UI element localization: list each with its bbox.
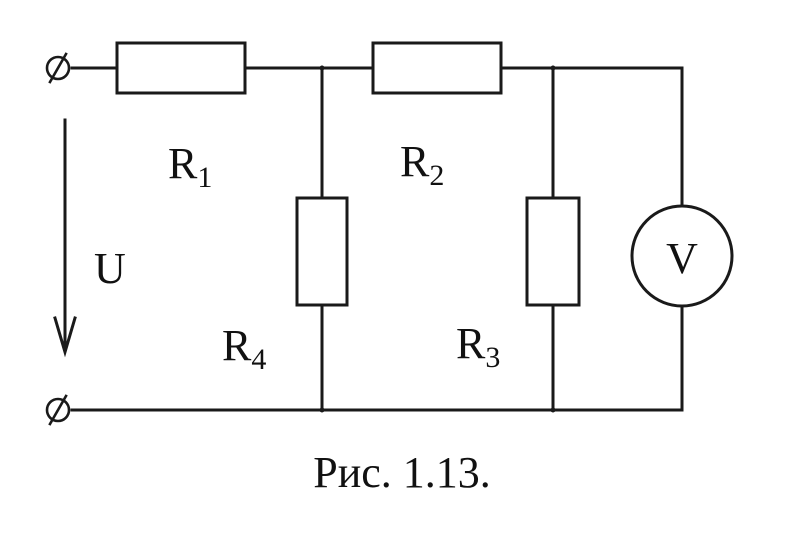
junction-dot [319, 65, 325, 71]
terminal-slash-top [48, 52, 68, 84]
resistor-index: 2 [429, 159, 444, 192]
resistor-index: 4 [251, 343, 266, 376]
resistor-r4 [295, 196, 349, 307]
voltage-label: U [94, 244, 126, 293]
resistor-r1 [115, 41, 247, 95]
voltage-arrow [53, 118, 77, 358]
resistor-letter: R [400, 137, 430, 186]
resistor-r4-label: R4 [222, 321, 266, 376]
junction-dot [550, 65, 556, 71]
resistor-r3-label: R3 [456, 319, 500, 374]
resistor-letter: R [456, 319, 486, 368]
voltage-arrow-head [53, 316, 77, 358]
junction-dot [550, 407, 556, 413]
resistor-r2-label: R2 [400, 137, 444, 192]
resistor-r1-label: R1 [168, 139, 212, 194]
resistor-index: 3 [485, 341, 500, 374]
resistor-letter: R [222, 321, 252, 370]
terminal-slash-bottom [48, 394, 68, 426]
terminal-bottom [45, 394, 71, 426]
wires [70, 66, 684, 412]
terminal-top [45, 52, 71, 84]
voltmeter: V [630, 204, 734, 308]
resistor-letter: R [168, 139, 198, 188]
voltmeter-circle [630, 204, 734, 308]
voltmeter-label: V [666, 234, 698, 283]
figure-caption: Рис. 1.13. [313, 448, 491, 497]
resistor-index: 1 [197, 161, 212, 194]
resistor-r2 [371, 41, 503, 95]
junction-dot [319, 407, 325, 413]
resistor-r3 [525, 196, 581, 307]
